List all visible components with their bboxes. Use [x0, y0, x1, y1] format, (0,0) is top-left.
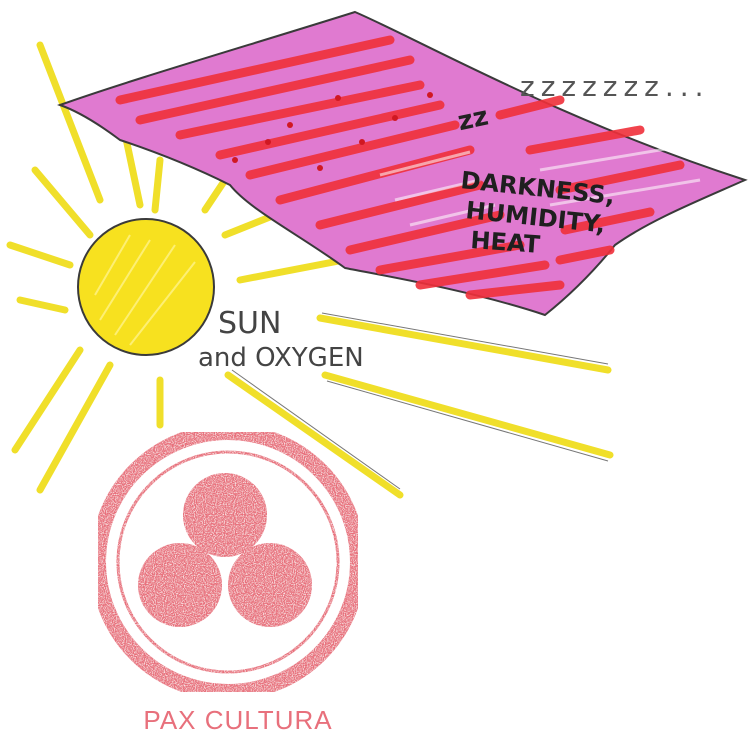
pax-cultura-stamp-icon: [98, 432, 358, 692]
sun-label: SUN: [218, 306, 281, 341]
sun-icon: [78, 219, 214, 355]
snore-text: zzzzzzz...: [520, 70, 710, 103]
oxygen-label: and OXYGEN: [198, 343, 364, 373]
heat-label: HEAT: [470, 226, 542, 259]
snore-small: zz: [455, 102, 491, 138]
stamp-caption: PAX CULTURA: [118, 705, 358, 736]
